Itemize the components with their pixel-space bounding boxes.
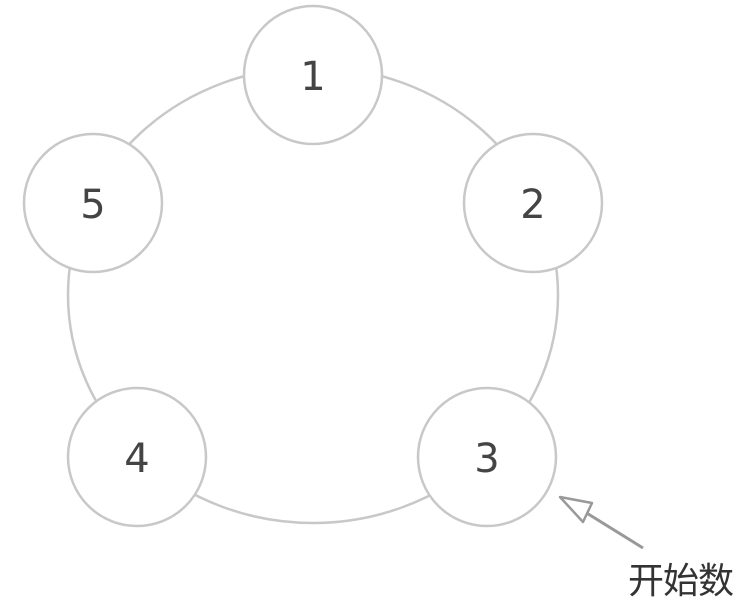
start-arrow-icon bbox=[558, 495, 644, 550]
node-5-label: 5 bbox=[80, 182, 105, 228]
node-3: 3 bbox=[416, 386, 558, 528]
node-5: 5 bbox=[22, 132, 164, 274]
node-1: 1 bbox=[242, 4, 384, 146]
node-2-label: 2 bbox=[520, 182, 545, 228]
node-3-label: 3 bbox=[474, 436, 499, 482]
node-4-label: 4 bbox=[124, 436, 149, 482]
node-1-label: 1 bbox=[300, 54, 325, 100]
node-2: 2 bbox=[462, 132, 604, 274]
start-label: 开始数 bbox=[628, 561, 734, 602]
node-4: 4 bbox=[66, 386, 208, 528]
